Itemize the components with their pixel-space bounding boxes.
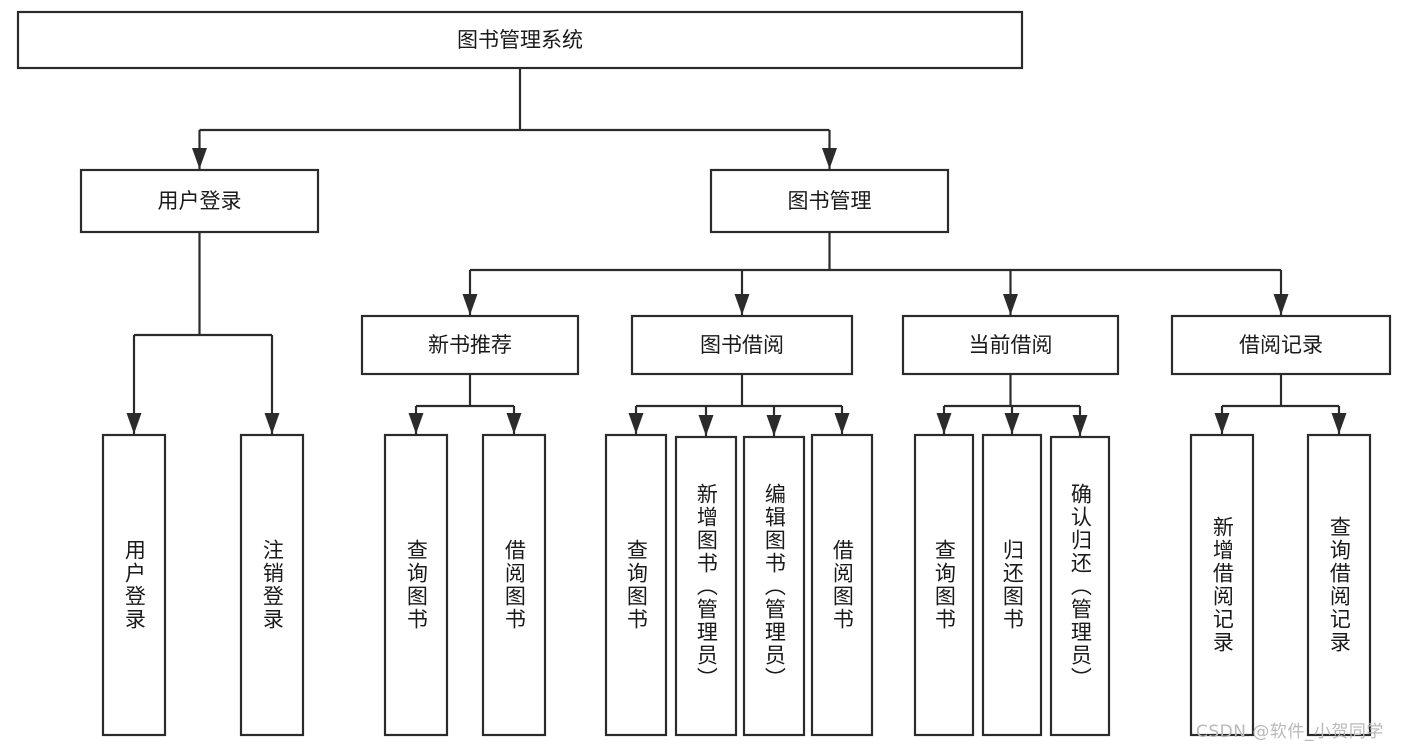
node-box-leaf-borrow-book-2[interactable] xyxy=(810,433,874,737)
arrow-head-icon xyxy=(264,413,280,434)
arrow-head-icon xyxy=(698,415,714,436)
node-box-leaf-query-record[interactable] xyxy=(1306,433,1372,737)
node-box-user-login[interactable] xyxy=(79,168,320,234)
arrow-head-icon xyxy=(462,294,478,315)
arrow-head-icon xyxy=(766,415,782,436)
node-box-book-borrow[interactable] xyxy=(630,314,854,376)
node-label-root: 图书管理系统 xyxy=(457,28,583,52)
node-box-leaf-borrow-book-1[interactable] xyxy=(481,433,547,737)
arrow-head-icon xyxy=(1331,413,1347,434)
arrow-head-icon xyxy=(126,413,142,434)
node-box-leaf-user-login[interactable] xyxy=(101,433,167,737)
arrow-head-icon xyxy=(1214,413,1230,434)
arrow-head-icon xyxy=(1072,415,1088,436)
node-label-new-book-recommend: 新书推荐 xyxy=(428,333,512,357)
arrow-head-icon xyxy=(628,413,644,434)
arrow-head-icon xyxy=(734,294,750,315)
node-box-leaf-query-book-1[interactable] xyxy=(383,433,449,737)
node-box-root[interactable] xyxy=(16,10,1024,70)
arrow-head-icon xyxy=(192,148,207,169)
edges-layer xyxy=(126,68,1347,436)
arrow-head-icon xyxy=(506,413,522,434)
node-box-leaf-user-logout[interactable] xyxy=(239,433,305,737)
node-box-leaf-confirm-return[interactable] xyxy=(1049,435,1111,737)
arrow-head-icon xyxy=(1273,294,1289,315)
node-box-leaf-edit-book[interactable] xyxy=(742,435,806,737)
watermark-text: CSDN @软件_小贺同学 xyxy=(1196,722,1384,742)
node-label-user-login: 用户登录 xyxy=(158,189,242,213)
arrow-head-icon xyxy=(834,413,850,434)
node-box-leaf-return-book[interactable] xyxy=(981,433,1043,737)
node-box-new-book-recommend[interactable] xyxy=(360,314,580,376)
arrow-head-icon xyxy=(822,148,837,169)
node-box-leaf-add-record[interactable] xyxy=(1189,433,1255,737)
node-label-book-borrow: 图书借阅 xyxy=(700,333,784,357)
node-label-book-manage: 图书管理 xyxy=(788,189,872,213)
node-box-borrow-record[interactable] xyxy=(1170,314,1392,376)
arrow-head-icon xyxy=(1003,294,1018,315)
arrow-head-icon xyxy=(408,413,424,434)
node-label-current-borrow: 当前借阅 xyxy=(969,333,1053,357)
node-box-leaf-query-book-2[interactable] xyxy=(604,433,668,737)
node-box-leaf-query-book-3[interactable] xyxy=(913,433,975,737)
arrow-head-icon xyxy=(1004,413,1020,434)
node-box-current-borrow[interactable] xyxy=(901,314,1120,376)
node-label-borrow-record: 借阅记录 xyxy=(1239,333,1323,357)
arrow-head-icon xyxy=(936,413,952,434)
node-box-leaf-add-book[interactable] xyxy=(674,435,738,737)
boxes-layer xyxy=(16,10,1392,737)
node-box-book-manage[interactable] xyxy=(709,168,950,234)
